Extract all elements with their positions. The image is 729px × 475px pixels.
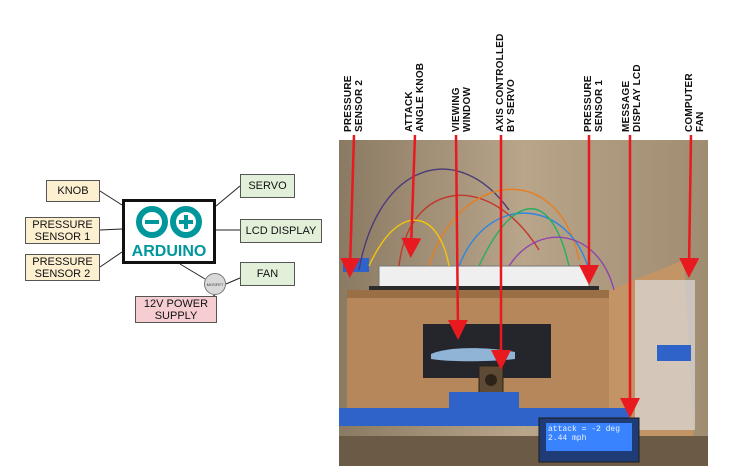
lcd-display-box: LCD DISPLAY — [240, 219, 322, 243]
arrow-attack-angle-knob — [401, 134, 422, 258]
mosfet-node: MOSFET — [204, 273, 226, 295]
wire-servo — [215, 185, 241, 207]
wire-mosfet — [179, 263, 206, 280]
arduino-logo-text: ARDUINO — [132, 243, 207, 260]
label-message-display-lcd: MESSAGE DISPLAY LCD — [621, 64, 643, 132]
power-supply-box: 12V POWER SUPPLY — [135, 296, 217, 323]
pressure-sensor-2-box: PRESSURE SENSOR 2 — [25, 254, 100, 281]
wire-fan — [225, 277, 241, 285]
wire-pressure-2 — [99, 251, 123, 268]
label-axis-controlled-by-servo: AXIS CONTROLLED BY SERVO — [495, 33, 517, 132]
lcd-line-2: 2.44 mph — [548, 434, 587, 443]
servo-box: SERVO — [240, 174, 295, 198]
arrow-pressure-sensor-2 — [340, 134, 361, 278]
knob-box: KNOB — [46, 180, 100, 202]
label-pressure-sensor-1: PRESSURE SENSOR 1 — [583, 75, 605, 132]
arduino-infinity-icon: ARDUINO — [132, 206, 207, 260]
label-pressure-sensor-2: PRESSURE SENSOR 2 — [343, 75, 365, 132]
device-photo: attack = -2 deg 2.44 mph — [339, 140, 708, 466]
label-attack-angle-knob: ATTACK ANGLE KNOB — [404, 62, 426, 132]
wire-pressure-1 — [99, 228, 123, 231]
arrow-computer-fan — [679, 134, 700, 278]
wire-knob — [99, 190, 123, 206]
pressure-sensor-1-box: PRESSURE SENSOR 1 — [25, 217, 100, 244]
fan-box: FAN — [240, 262, 295, 286]
label-computer-fan: COMPUTER FAN — [684, 73, 706, 132]
wind-tunnel-photo — [339, 140, 708, 466]
arrow-viewing-window — [447, 134, 468, 340]
arduino-logo: ARDUINO — [122, 199, 216, 264]
label-viewing-window: VIEWING WINDOW — [451, 86, 473, 132]
lcd-line-1: attack = -2 deg — [548, 425, 621, 434]
